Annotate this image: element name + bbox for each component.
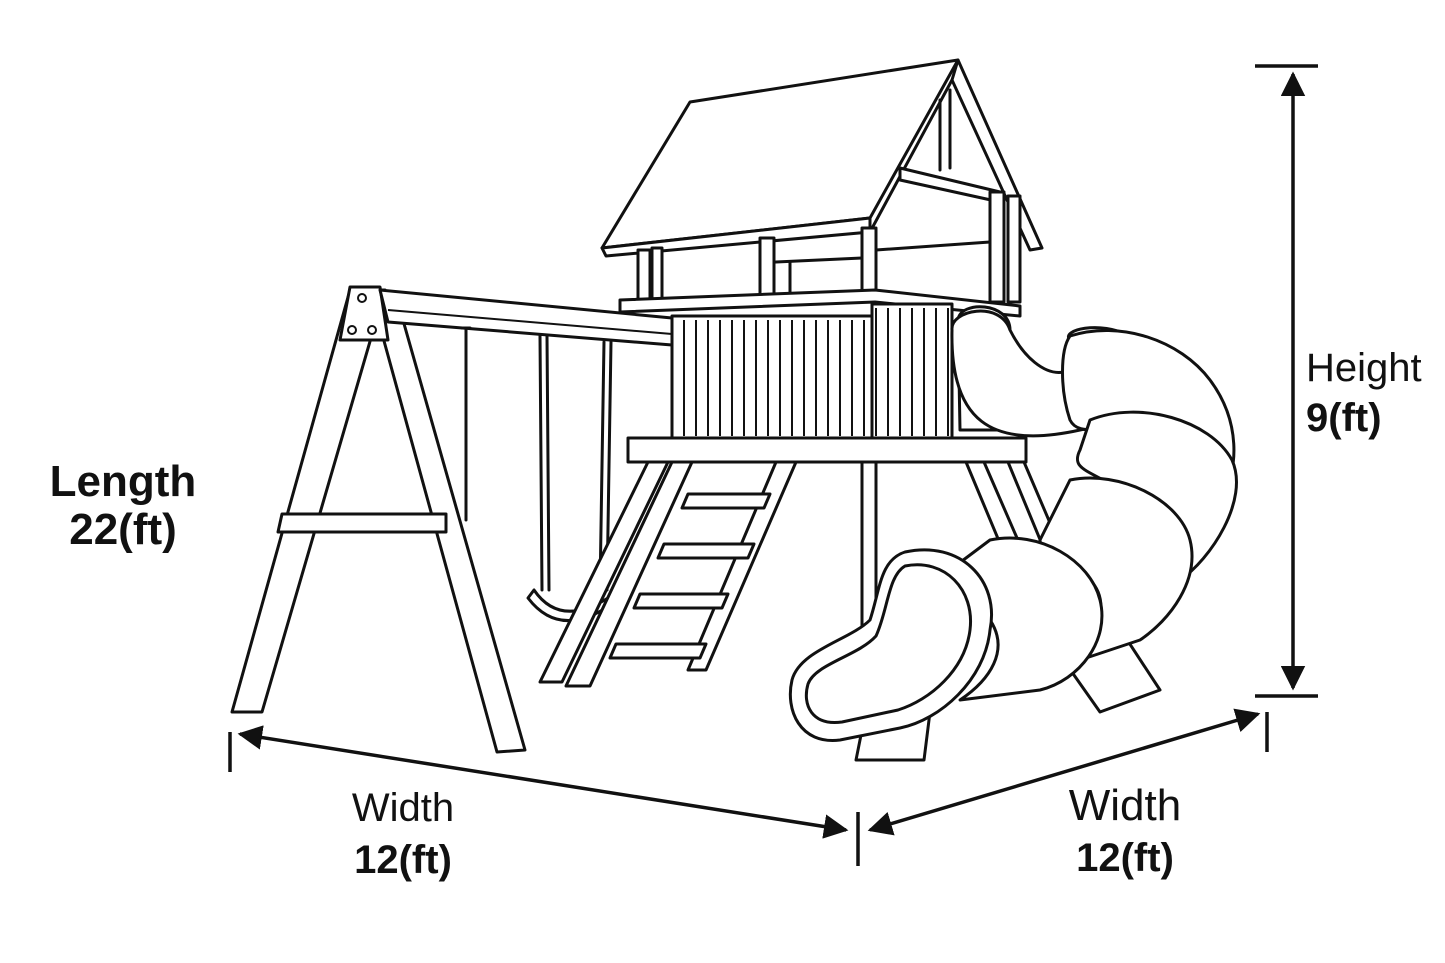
width-right-dimension xyxy=(867,708,1269,836)
width-left-value: 12(ft) xyxy=(354,838,452,882)
height-label: Height 9(ft) xyxy=(1306,346,1422,440)
height-dimension xyxy=(1255,64,1318,698)
height-name: Height xyxy=(1306,346,1422,390)
width-right-name: Width xyxy=(1068,781,1182,830)
length-value: 22(ft) xyxy=(69,505,177,555)
length-name: Length xyxy=(49,457,197,506)
width-left-dimension xyxy=(228,725,860,866)
tower-deck xyxy=(618,288,1028,464)
width-left-name: Width xyxy=(351,786,455,830)
swings xyxy=(460,326,614,623)
tower-posts xyxy=(636,190,1022,304)
width-left-label: Width 12(ft) xyxy=(318,786,488,882)
width-right-label: Width 12(ft) xyxy=(1040,781,1210,881)
tower-roof xyxy=(600,58,1044,258)
swing-a-frame xyxy=(230,285,527,754)
ladder xyxy=(538,460,798,688)
width-right-value: 12(ft) xyxy=(1076,836,1174,881)
length-label: Length 22(ft) xyxy=(38,457,208,555)
height-value: 9(ft) xyxy=(1306,396,1382,440)
